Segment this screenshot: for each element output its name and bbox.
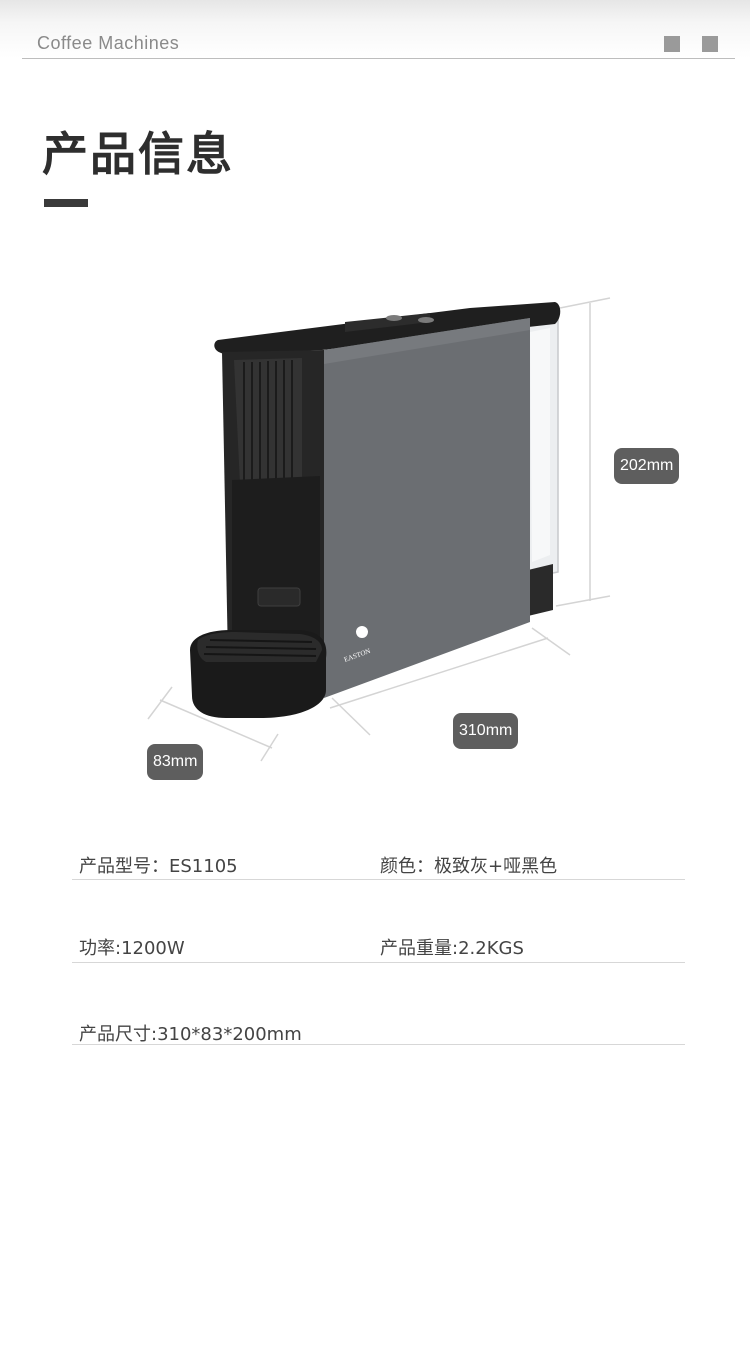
drip-tray	[190, 630, 327, 718]
spec-weight: 产品重量:2.2KGS	[380, 938, 524, 959]
dimension-lines	[147, 297, 611, 762]
machine-side-panel: EASTON	[324, 318, 530, 698]
header-background	[0, 0, 750, 58]
product-image-area: EASTON 202mm 310mm 83mm	[0, 270, 750, 810]
height-dimension-label: 202mm	[614, 448, 680, 484]
spec-divider	[72, 962, 685, 963]
spec-divider	[72, 879, 685, 880]
spec-power: 功率:1200W	[79, 938, 185, 959]
depth-dimension-label: 83mm	[147, 744, 204, 780]
spec-row: 产品型号：ES1105 颜色：极致灰+哑黑色	[72, 846, 685, 880]
spec-color: 颜色：极致灰+哑黑色	[380, 856, 558, 877]
spec-model: 产品型号：ES1105	[79, 856, 238, 877]
spec-divider	[72, 1044, 685, 1045]
length-dimension-label: 310mm	[453, 713, 519, 749]
spec-row: 功率:1200W 产品重量:2.2KGS	[72, 928, 685, 963]
square-icon	[702, 36, 718, 52]
spec-size: 产品尺寸:310*83*200mm	[79, 1024, 302, 1045]
brand-title: Coffee Machines	[37, 33, 180, 53]
title-underline	[44, 199, 88, 207]
square-icon	[664, 36, 680, 52]
coffee-machine-illustration: EASTON	[147, 297, 611, 762]
spec-row: 产品尺寸:310*83*200mm	[72, 1014, 685, 1045]
header-divider	[22, 58, 735, 59]
machine-top	[214, 302, 561, 354]
section-title: 产品信息	[42, 127, 234, 181]
machine-front	[222, 350, 324, 660]
